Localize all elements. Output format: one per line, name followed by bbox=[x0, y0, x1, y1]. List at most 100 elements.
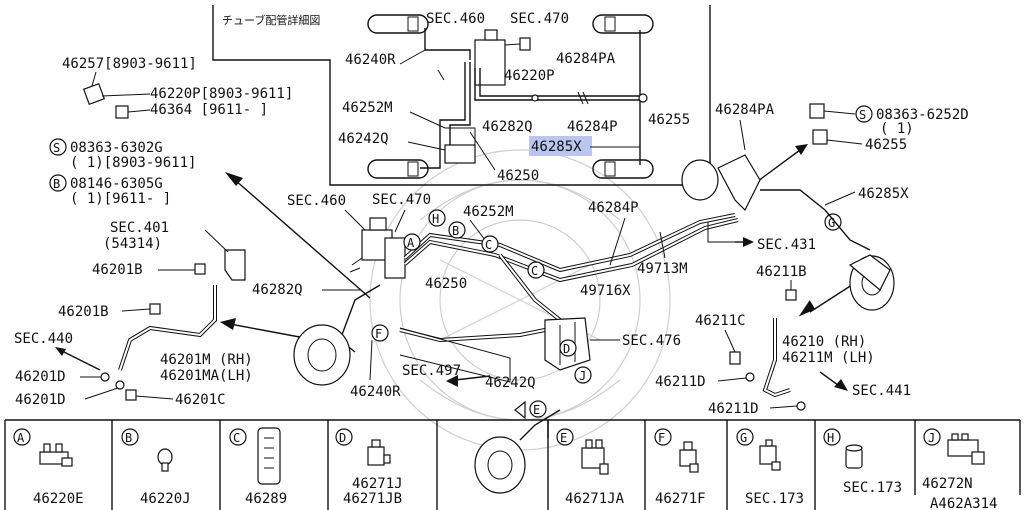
main-sec497-label: SEC.497 bbox=[402, 363, 461, 379]
right-46285X-label: 46285X bbox=[858, 186, 909, 202]
front-left-hose: SEC.440 46201M (RH) 46201MA(LH) 46201D 4… bbox=[14, 285, 253, 408]
clip-f-icon bbox=[679, 441, 699, 473]
clip-j-icon bbox=[947, 433, 985, 465]
bushing-h-icon bbox=[845, 444, 863, 469]
legend-letter-d: D bbox=[339, 431, 346, 445]
right-s-code: 08363-6252D bbox=[876, 107, 969, 123]
legend-letter-b: B bbox=[125, 431, 132, 445]
svg-text:H: H bbox=[432, 212, 439, 226]
legend-part-g: SEC.173 bbox=[745, 491, 804, 507]
right-46211C-label: 46211C bbox=[695, 313, 746, 329]
detail-46250-label: 46250 bbox=[497, 168, 539, 184]
legend-part-d2: 46271JB bbox=[343, 491, 402, 507]
symbol-b-icon bbox=[49, 174, 67, 192]
detail-46252M-label: 46252M bbox=[342, 100, 393, 116]
callout-d bbox=[559, 339, 577, 357]
callout-j bbox=[574, 366, 592, 384]
svg-text:C: C bbox=[531, 264, 538, 278]
legend-cell-f: F 46271F bbox=[654, 428, 706, 507]
detail-46240R-label: 46240R bbox=[345, 52, 396, 68]
union-fitting-icon bbox=[82, 71, 151, 119]
svg-text:G: G bbox=[828, 216, 835, 230]
rear-right-brake-disc bbox=[848, 254, 895, 311]
callout-c1 bbox=[481, 235, 499, 253]
clip-d-icon bbox=[367, 439, 391, 466]
main-46242Q-label: 46242Q bbox=[485, 375, 536, 391]
callout-a bbox=[403, 233, 421, 251]
callout-f bbox=[371, 324, 389, 342]
detail-wheel-rl bbox=[367, 159, 429, 179]
detail-46282Q-label: 46282Q bbox=[482, 119, 533, 135]
bracket-icon bbox=[224, 249, 246, 281]
left-upper-parts: 46257[8903-9611] 46220P[8903-9611] 46364… bbox=[49, 56, 293, 320]
main-46250-label: 46250 bbox=[425, 276, 467, 292]
detail-46242Q-label: 46242Q bbox=[338, 131, 389, 147]
part-46220P-label: 46220P[8903-9611] bbox=[150, 86, 293, 102]
s-bolt-qty: ( 1)[8903-9611] bbox=[70, 155, 196, 171]
detail-46255-label: 46255 bbox=[648, 112, 690, 128]
rear-brake-bracket bbox=[681, 154, 761, 212]
s-bolt-code: 08363-6302G bbox=[70, 140, 163, 156]
b-bolt-code: 08146-6305G bbox=[70, 176, 163, 192]
main-46284P-label: 46284P bbox=[588, 200, 639, 216]
part-46201D-a-label: 46201D bbox=[15, 369, 66, 385]
svg-text:A: A bbox=[407, 236, 415, 250]
main-sec460-label: SEC.460 bbox=[287, 193, 346, 209]
main-sec476-label: SEC.476 bbox=[622, 333, 681, 349]
main-sec470-label: SEC.470 bbox=[372, 192, 431, 208]
legend-letter-c: C bbox=[233, 431, 240, 445]
main-46282Q-label: 46282Q bbox=[252, 282, 303, 298]
sec401-sub-label: (54314) bbox=[103, 236, 162, 252]
legend-cell-a: A 46220E bbox=[13, 428, 84, 507]
legend-cell-b: B 46220J bbox=[121, 428, 191, 507]
part-46201MA-label: 46201MA(LH) bbox=[160, 368, 253, 384]
clamp-c-icon bbox=[257, 427, 281, 485]
right-parts: 46284PA S 08363-6252D ( 1) 46255 46285X … bbox=[655, 102, 969, 417]
detail-46285X-label: 46285X bbox=[531, 139, 582, 155]
legend-letter-j: J bbox=[928, 431, 935, 445]
legend-letter-a: A bbox=[17, 431, 25, 445]
legend-letter-f: F bbox=[658, 431, 665, 445]
right-46211D-b-label: 46211D bbox=[708, 401, 759, 417]
sec401-label: SEC.401 bbox=[110, 220, 169, 236]
callout-g bbox=[824, 213, 842, 231]
legend-table: A 46220E B 46220J C bbox=[4, 419, 1021, 510]
legend-part-a: 46220E bbox=[33, 491, 84, 507]
legend-part-e: 46271JA bbox=[565, 491, 625, 507]
callout-letters: A B C C H F D J E G bbox=[371, 209, 842, 418]
main-46252M-label: 46252M bbox=[463, 204, 514, 220]
part-46201D-b-label: 46201D bbox=[15, 392, 66, 408]
detail-wheel-fr bbox=[592, 14, 654, 34]
detail-wheel-rr bbox=[592, 159, 654, 179]
detail-46284P-label: 46284P bbox=[567, 119, 618, 135]
legend-cell-e: E 46271JA bbox=[556, 428, 625, 507]
legend-part-f: 46271F bbox=[655, 491, 706, 507]
part-46201B-b-label: 46201B bbox=[58, 304, 109, 320]
right-46210-label: 46210 (RH) bbox=[782, 334, 866, 350]
legend-letter-e: E bbox=[560, 431, 567, 445]
main-sec431-label: SEC.431 bbox=[757, 237, 816, 253]
main-49716X-label: 49716X bbox=[580, 283, 631, 299]
part-46364-label: 46364 [9611- ] bbox=[150, 102, 268, 118]
right-46211D-a-label: 46211D bbox=[655, 374, 706, 390]
svg-text:E: E bbox=[533, 403, 540, 417]
legend-cell-h: H SEC.173 bbox=[823, 428, 902, 496]
detail-title: チューブ配管詳細図 bbox=[222, 13, 320, 27]
right-46211B-label: 46211B bbox=[756, 264, 807, 280]
part-46201B-a-label: 46201B bbox=[92, 262, 143, 278]
svg-text:F: F bbox=[375, 327, 382, 341]
clip-g-icon bbox=[759, 439, 781, 471]
part-46201C-label: 46201C bbox=[175, 392, 226, 408]
detail-46284PA-label: 46284PA bbox=[556, 51, 616, 67]
grommet-b-icon bbox=[157, 448, 173, 472]
legend-part-c: 46289 bbox=[245, 491, 287, 507]
detail-sec460-label: SEC.460 bbox=[426, 11, 485, 27]
front-brake-disc bbox=[293, 324, 351, 386]
detail-46285X-highlight bbox=[529, 136, 592, 156]
right-46255-label: 46255 bbox=[865, 137, 907, 153]
callout-h bbox=[428, 209, 446, 227]
callout-b bbox=[448, 221, 466, 239]
legend-cell-g: G SEC.173 bbox=[736, 428, 804, 507]
union-icon bbox=[812, 129, 828, 145]
main-49713M-label: 49713M bbox=[637, 261, 688, 277]
